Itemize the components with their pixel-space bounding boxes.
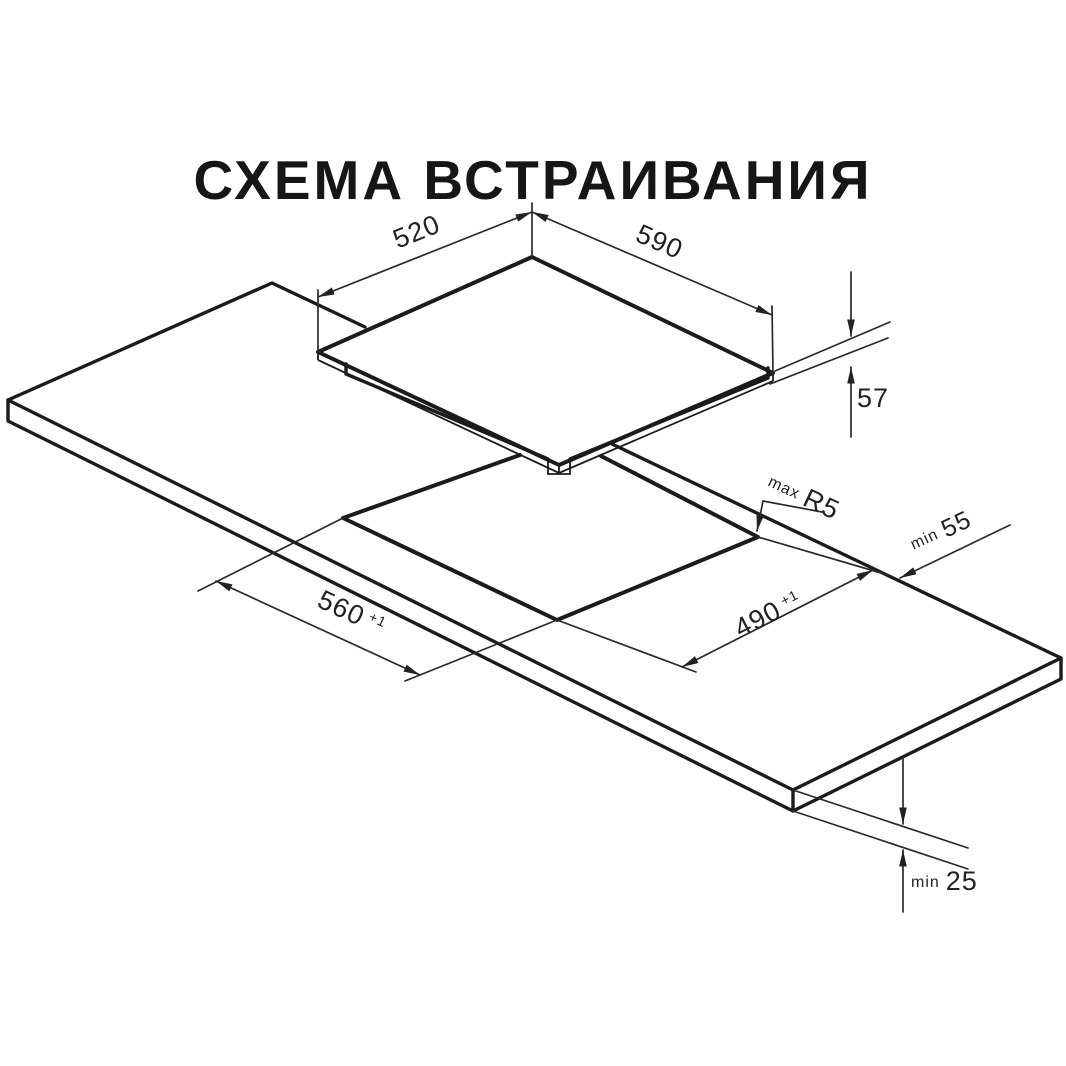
extension-line-cutout-right <box>757 536 889 576</box>
cooktop <box>316 255 775 475</box>
worktop-top-face-outline <box>6 281 1063 792</box>
cooktop-body-tab <box>547 459 571 475</box>
worktop-cutout <box>341 453 760 622</box>
dimension-line-hob-width <box>531 211 773 316</box>
cooktop-body-box <box>344 362 770 461</box>
extension-line-cutout-front-right <box>556 619 697 673</box>
cooktop-glass-rim <box>317 352 774 474</box>
dimension-line-cutout-depth <box>681 569 874 668</box>
cooktop-glass-top <box>316 255 775 467</box>
extension-line-worktop-top <box>792 789 969 849</box>
hob-height-label: 57 <box>857 383 889 413</box>
corner-radius-label: maxR5 <box>763 466 844 525</box>
hob-depth-label: 520 <box>389 209 445 255</box>
extension-line-worktop-bottom <box>792 810 969 870</box>
extension-line-cutout-front <box>404 619 558 682</box>
extension-line-hob-top-surface <box>774 321 891 372</box>
cutout-outline <box>341 453 760 622</box>
page-title: СХЕМА ВСТРАИВАНИЯ <box>193 149 873 211</box>
extension-line-cutout-left <box>197 517 344 592</box>
leader-line-corner-radius <box>756 500 823 532</box>
extension-line-hob-bottom-surface <box>769 337 889 385</box>
rear-clearance-label: min55 <box>905 505 975 558</box>
dimensions: 520 590 57 maxR5 min55 560+1 490+1 <box>197 202 1011 913</box>
extension-line-hob-right <box>771 305 774 374</box>
dimension-line-hob-depth <box>317 211 533 298</box>
dimension-line-rear-clearance <box>899 524 1011 579</box>
dimension-line-cutout-length <box>215 580 421 676</box>
cutout-depth-label: 490+1 <box>729 585 806 644</box>
worktop <box>6 281 1063 813</box>
